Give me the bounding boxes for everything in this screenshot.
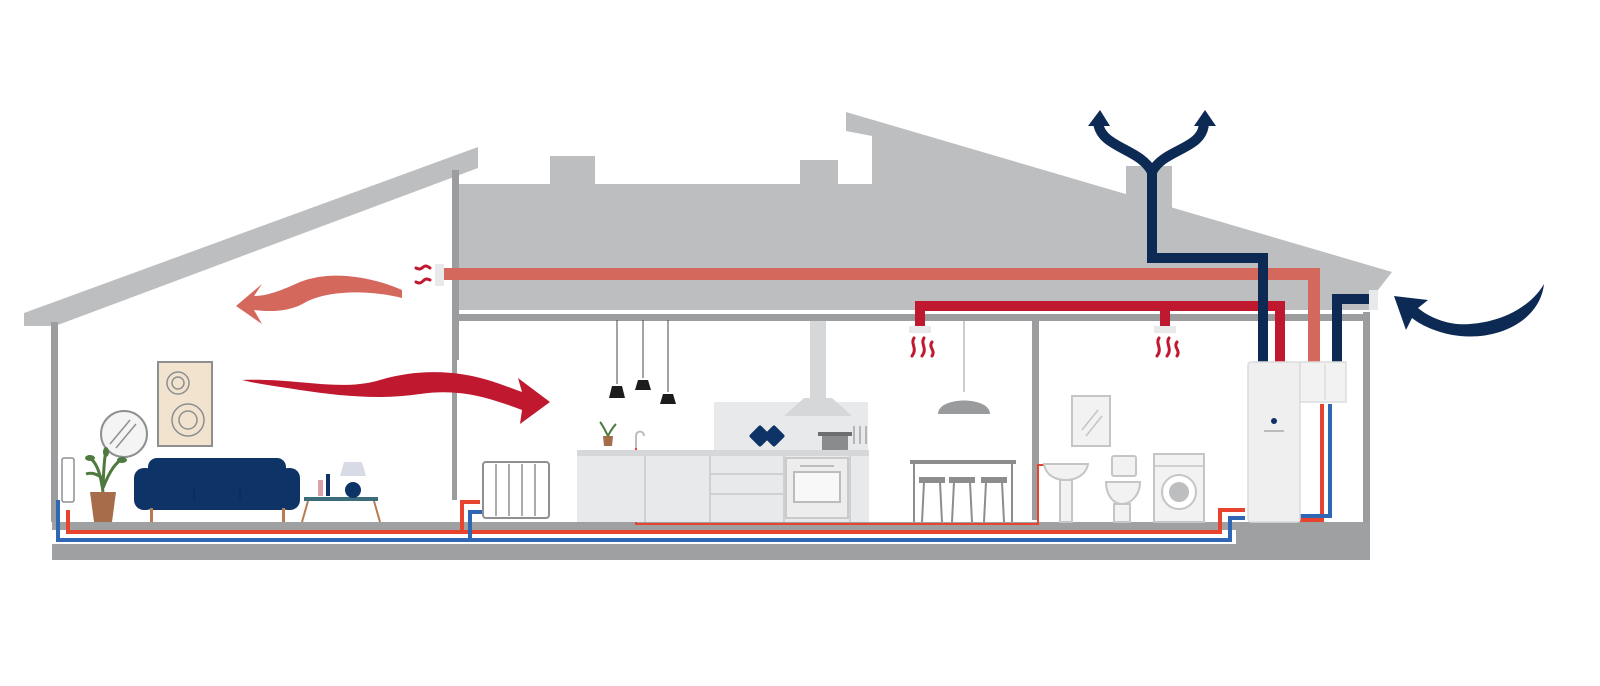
toilet-icon bbox=[1104, 455, 1142, 523]
plant-icon bbox=[85, 447, 127, 522]
sofa-icon bbox=[134, 458, 300, 522]
air-vents bbox=[435, 264, 1378, 333]
exhaust-arrow-heads bbox=[1088, 110, 1216, 126]
side-table-icon bbox=[301, 474, 381, 523]
sink-faucet-icon bbox=[635, 430, 645, 448]
air-vent-icon bbox=[435, 264, 444, 286]
left-roof bbox=[24, 147, 478, 326]
range-hood-icon bbox=[784, 321, 852, 416]
living-kitchen-wall-lower bbox=[452, 360, 457, 500]
bathroom-mirror-icon bbox=[1071, 395, 1111, 447]
heat-pump-unit-icon bbox=[1247, 361, 1301, 523]
warm-air-duct bbox=[438, 268, 1320, 362]
attic-block bbox=[458, 112, 1392, 310]
vent-flow-icons bbox=[414, 264, 1180, 358]
air-vent-icon bbox=[909, 326, 931, 333]
cold-water-pipe bbox=[56, 404, 1332, 542]
oven-mitts-icon bbox=[749, 425, 785, 447]
speaker-art-icon bbox=[157, 361, 213, 447]
air-vent-icon bbox=[1154, 326, 1176, 333]
right-outer-wall bbox=[1363, 312, 1370, 524]
walls bbox=[51, 170, 1370, 524]
pot-icon bbox=[818, 432, 852, 452]
thermostat-icon bbox=[61, 457, 75, 503]
radiator-icon bbox=[482, 461, 550, 519]
oven-icon bbox=[785, 457, 849, 519]
utensils-icon bbox=[853, 426, 867, 444]
bathroom bbox=[1042, 395, 1205, 523]
left-outer-wall bbox=[51, 322, 58, 522]
small-plant-icon bbox=[599, 421, 617, 446]
outdoor-air-intake-arrow-icon bbox=[1394, 284, 1544, 337]
exhaust-air-arrows-icon bbox=[1093, 117, 1209, 177]
air-vent-icon bbox=[1369, 290, 1378, 310]
floor-slab bbox=[52, 522, 1370, 560]
pendant-lamp-icon bbox=[609, 320, 676, 404]
warm-air-arrow-icon bbox=[236, 275, 402, 324]
pendant-lamp-icon bbox=[938, 320, 990, 414]
sink-icon bbox=[1042, 463, 1090, 523]
lamp-icon bbox=[340, 462, 366, 498]
technical-room bbox=[1247, 361, 1347, 523]
mirror-icon bbox=[100, 410, 148, 458]
ceiling-beam bbox=[455, 314, 1370, 321]
bar-stool-icon bbox=[910, 460, 1016, 523]
bathroom-wall bbox=[1032, 320, 1039, 520]
living-kitchen-wall-upper bbox=[452, 170, 459, 360]
outdoor-air-intake-duct bbox=[1332, 294, 1370, 362]
washing-machine-icon bbox=[1153, 453, 1205, 523]
ventilation-unit-icon bbox=[1299, 361, 1347, 403]
hot-water-pipe bbox=[66, 404, 1324, 534]
dining-area bbox=[910, 320, 1016, 523]
supply-air-arrow-icon bbox=[242, 372, 550, 424]
kitchen bbox=[577, 320, 869, 522]
outdoor-air-exhaust-duct bbox=[1147, 170, 1268, 362]
living-room bbox=[61, 361, 550, 523]
countertop bbox=[577, 450, 869, 456]
